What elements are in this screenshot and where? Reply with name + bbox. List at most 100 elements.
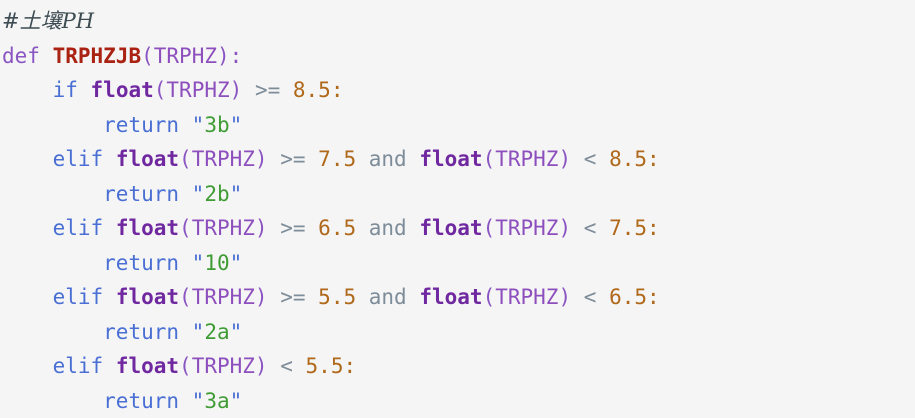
token-builtin: float xyxy=(91,78,154,102)
token-punct: ) xyxy=(255,147,268,171)
token-op: < xyxy=(584,216,597,240)
token-plain xyxy=(596,285,609,309)
line-8-return: return "10" xyxy=(2,246,915,281)
token-keyword: return xyxy=(103,320,179,344)
token-name: TRPHZ xyxy=(192,216,255,240)
token-name: TRPHZ xyxy=(192,354,255,378)
token-quote: " xyxy=(230,182,243,206)
token-keyword: elif xyxy=(53,216,104,240)
token-string: 10 xyxy=(204,251,229,275)
line-7-elif: elif float(TRPHZ) >= 6.5 and float(TRPHZ… xyxy=(2,211,915,246)
token-op: >= xyxy=(280,285,305,309)
token-name: TRPHZ xyxy=(495,216,558,240)
token-number: 5.5 xyxy=(306,354,344,378)
token-punct: ) xyxy=(255,285,268,309)
token-punct: ( xyxy=(179,216,192,240)
token-plain xyxy=(103,354,116,378)
token-quote: " xyxy=(230,320,243,344)
token-quote: " xyxy=(230,113,243,137)
token-comment: #土壤PH xyxy=(2,9,94,33)
token-plain xyxy=(293,354,306,378)
token-plain xyxy=(596,216,609,240)
token-plain xyxy=(179,113,192,137)
token-punct: ( xyxy=(483,147,496,171)
token-plain xyxy=(268,147,281,171)
token-number: 7.5 xyxy=(318,147,356,171)
token-punct: ) xyxy=(217,44,230,68)
token-quote: " xyxy=(192,113,205,137)
token-plain xyxy=(280,78,293,102)
token-punct: ) xyxy=(255,216,268,240)
token-quote: " xyxy=(230,251,243,275)
token-op: < xyxy=(280,354,293,378)
indent-space xyxy=(2,320,103,344)
token-opand: and xyxy=(369,285,407,309)
token-plain xyxy=(306,285,319,309)
token-plain xyxy=(179,389,192,413)
token-keyword: elif xyxy=(53,147,104,171)
token-builtin: float xyxy=(419,216,482,240)
token-punct: ( xyxy=(483,216,496,240)
token-string: 2b xyxy=(204,182,229,206)
token-colon: : xyxy=(647,285,660,309)
token-name: TRPHZ xyxy=(495,285,558,309)
token-opand: and xyxy=(369,147,407,171)
token-builtin: float xyxy=(116,354,179,378)
token-def: def xyxy=(2,44,40,68)
token-plain xyxy=(103,216,116,240)
token-builtin: float xyxy=(116,147,179,171)
token-plain xyxy=(268,216,281,240)
token-plain xyxy=(179,251,192,275)
token-builtin: float xyxy=(419,285,482,309)
token-punct: ( xyxy=(179,147,192,171)
token-plain xyxy=(356,285,369,309)
token-plain xyxy=(78,78,91,102)
token-keyword: if xyxy=(53,78,78,102)
line-5-elif: elif float(TRPHZ) >= 7.5 and float(TRPHZ… xyxy=(2,142,915,177)
token-colon: : xyxy=(343,354,356,378)
token-name: TRPHZ xyxy=(192,147,255,171)
token-keyword: return xyxy=(103,113,179,137)
token-plain xyxy=(242,78,255,102)
token-plain xyxy=(179,320,192,344)
token-plain xyxy=(268,285,281,309)
token-number: 6.5 xyxy=(609,285,647,309)
token-name: TRPHZ xyxy=(154,44,217,68)
token-name: TRPHZ xyxy=(166,78,229,102)
line-2-def: def TRPHZJB(TRPHZ): xyxy=(2,39,915,74)
token-punct: : xyxy=(230,44,243,68)
token-plain xyxy=(306,147,319,171)
token-number: 8.5 xyxy=(609,147,647,171)
line-3-if: if float(TRPHZ) >= 8.5: xyxy=(2,73,915,108)
token-keyword: elif xyxy=(53,285,104,309)
token-plain xyxy=(268,354,281,378)
token-punct: ) xyxy=(558,285,571,309)
token-plain xyxy=(407,216,420,240)
token-plain xyxy=(40,44,53,68)
indent-space xyxy=(2,182,103,206)
token-op: >= xyxy=(280,216,305,240)
token-op: >= xyxy=(280,147,305,171)
token-plain xyxy=(407,147,420,171)
indent-space xyxy=(2,354,53,378)
token-quote: " xyxy=(230,389,243,413)
token-punct: ) xyxy=(255,354,268,378)
token-punct: ( xyxy=(179,285,192,309)
line-10-return: return "2a" xyxy=(2,315,915,350)
line-4-return: return "3b" xyxy=(2,108,915,143)
line-6-return: return "2b" xyxy=(2,177,915,212)
token-plain xyxy=(407,285,420,309)
token-colon: : xyxy=(647,147,660,171)
indent-space xyxy=(2,251,103,275)
token-op: < xyxy=(584,147,597,171)
token-string: 3a xyxy=(204,389,229,413)
token-plain xyxy=(571,285,584,309)
token-keyword: return xyxy=(103,389,179,413)
indent-space xyxy=(2,216,53,240)
token-punct: ( xyxy=(179,354,192,378)
token-builtin: float xyxy=(116,216,179,240)
token-punct: ( xyxy=(483,285,496,309)
token-quote: " xyxy=(192,251,205,275)
token-name: TRPHZ xyxy=(495,147,558,171)
